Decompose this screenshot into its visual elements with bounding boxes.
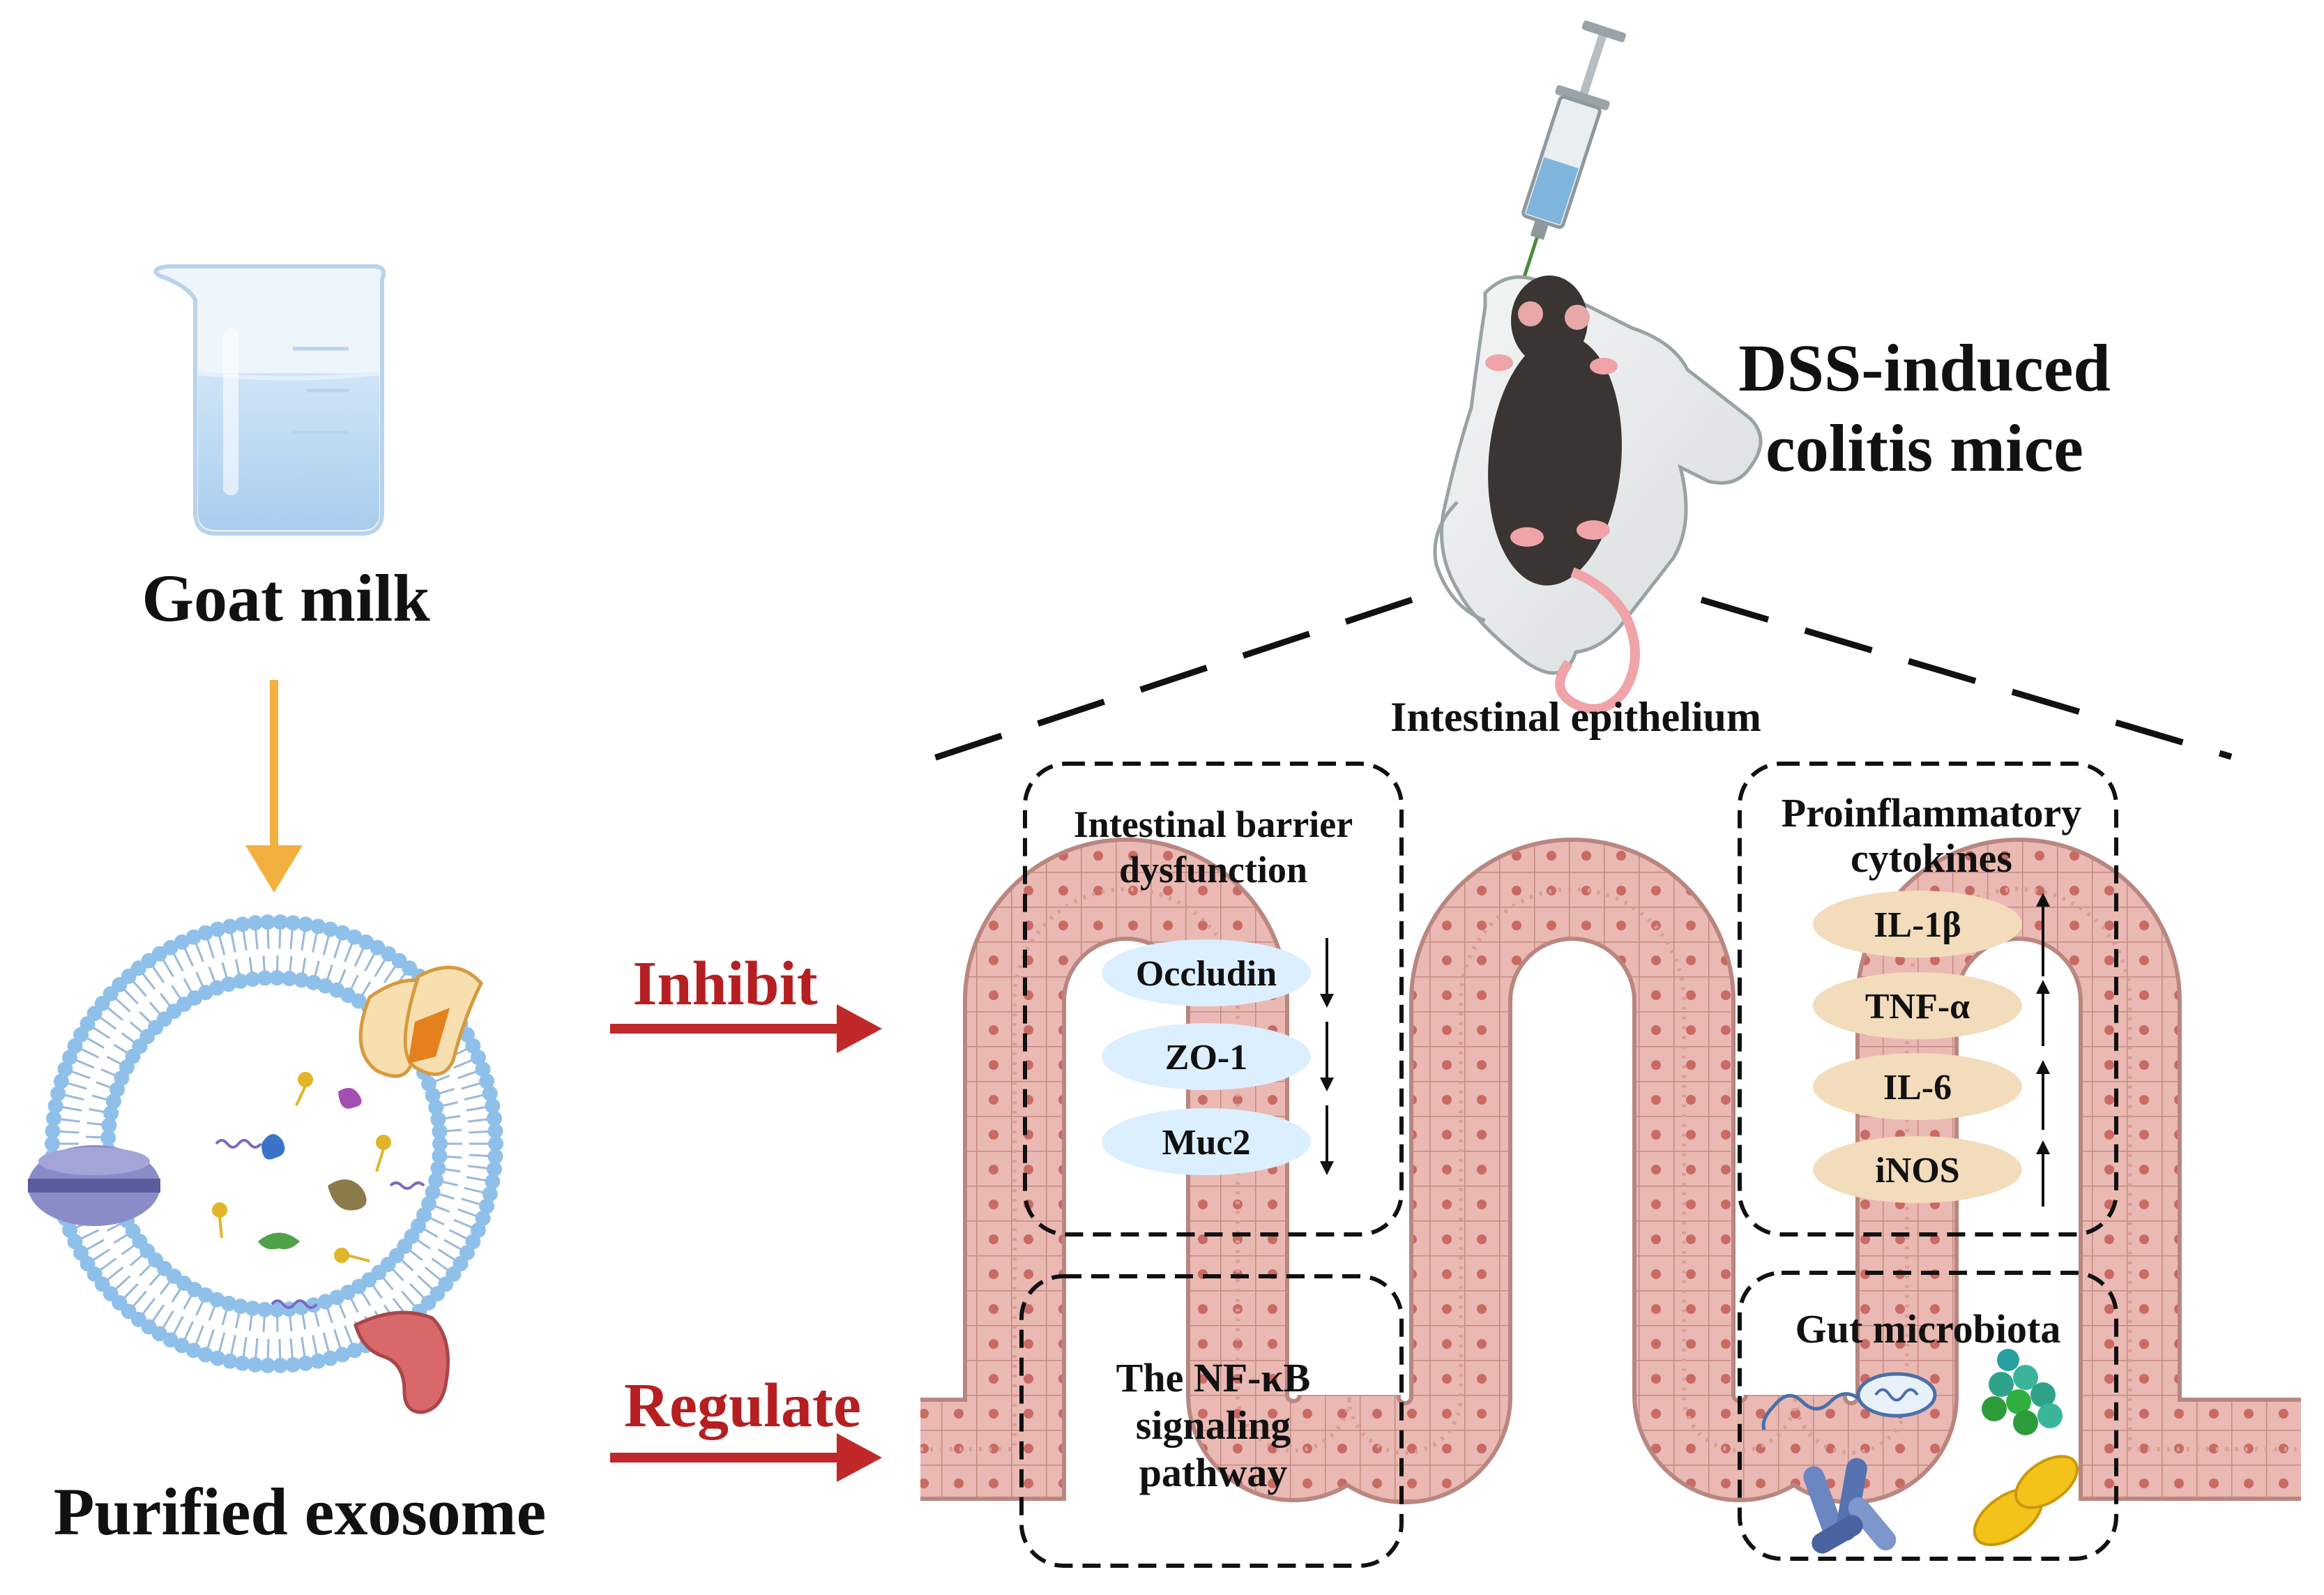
cytokine-marker: iNOS bbox=[1813, 1136, 2050, 1207]
barrier-marker: Occludin bbox=[1102, 938, 1334, 1008]
down-arrow-icon bbox=[1320, 1022, 1334, 1091]
inhibit-label: Inhibit bbox=[632, 949, 817, 1018]
up-arrow-icon bbox=[2036, 980, 2050, 1046]
barrier-marker: ZO-1 bbox=[1102, 1022, 1334, 1091]
barrier-marker-label: Muc2 bbox=[1162, 1123, 1250, 1163]
down-arrow-icon bbox=[1320, 1105, 1334, 1175]
membrane-protein-icon bbox=[354, 1310, 450, 1414]
membrane-receptor-icon bbox=[28, 1145, 160, 1226]
up-arrow-icon bbox=[2036, 1140, 2050, 1207]
cytokine-marker-list: IL-1β TNF-α IL-6 iNOS bbox=[1813, 891, 2050, 1207]
up-arrow-icon bbox=[2036, 893, 2050, 976]
cytokine-marker-label: IL-1β bbox=[1874, 905, 1961, 945]
cocci-cluster-icon bbox=[1982, 1349, 2063, 1435]
nfkb-line2: signaling bbox=[1136, 1403, 1291, 1448]
proinflammatory-cytokines-box: Proinflammatory cytokines IL-1β TNF-α IL… bbox=[1738, 762, 2118, 1237]
transmembrane-channel-icon bbox=[358, 965, 483, 1078]
nfkb-pathway-box: The NF-κB signaling pathway bbox=[1019, 1274, 1404, 1568]
cytokine-marker-label: IL-6 bbox=[1883, 1068, 1952, 1108]
cytokine-marker: IL-6 bbox=[1813, 1053, 2050, 1130]
nfkb-line3: pathway bbox=[1139, 1450, 1288, 1495]
beaker-icon bbox=[153, 264, 386, 536]
model-title-line2: colitis mice bbox=[1765, 411, 2083, 485]
down-arrow-icon bbox=[1320, 938, 1334, 1008]
goat-milk-label: Goat milk bbox=[142, 561, 430, 635]
cytokine-marker: IL-1β bbox=[1813, 891, 2050, 976]
regulate-label: Regulate bbox=[624, 1371, 861, 1440]
barrier-marker-list: Occludin ZO-1 Muc2 bbox=[1102, 938, 1334, 1175]
zoom-lines bbox=[905, 596, 2233, 771]
barrier-title-line2: dysfunction bbox=[1119, 849, 1307, 891]
up-arrow-icon bbox=[2036, 1060, 2050, 1130]
model-title-line1: DSS-induced bbox=[1738, 331, 2111, 405]
microbiota-title: Gut microbiota bbox=[1795, 1306, 2061, 1352]
cytokine-marker-label: TNF-α bbox=[1865, 987, 1970, 1027]
barrier-marker-label: ZO-1 bbox=[1165, 1038, 1247, 1078]
cytokine-title-line2: cytokines bbox=[1851, 836, 2012, 881]
nfkb-line1: The NF-κB bbox=[1116, 1355, 1311, 1400]
flagellated-bacterium-icon bbox=[1761, 1372, 1937, 1430]
inhibit-arrow-icon bbox=[610, 1004, 882, 1053]
rod-bacteria-icon bbox=[1803, 1458, 1897, 1554]
gut-microbiota-box: Gut microbiota bbox=[1738, 1271, 2118, 1561]
cytokine-marker: TNF-α bbox=[1813, 972, 2050, 1046]
barrier-dysfunction-box: Intestinal barrier dysfunction Occludin … bbox=[1023, 762, 1404, 1237]
purified-exosome-label: Purified exosome bbox=[54, 1474, 547, 1549]
barrier-title-line1: Intestinal barrier bbox=[1074, 803, 1353, 845]
syringe-icon bbox=[1517, 20, 1626, 293]
epithelium-title: Intestinal epithelium bbox=[1390, 694, 1761, 740]
barrier-marker-label: Occludin bbox=[1136, 954, 1277, 994]
cytokine-marker-label: iNOS bbox=[1875, 1151, 1959, 1190]
dividing-bacterium-icon bbox=[1973, 1455, 2079, 1546]
cargo-molecules bbox=[212, 1072, 425, 1309]
flow-arrow-icon bbox=[245, 680, 303, 893]
regulate-arrow-icon bbox=[610, 1433, 882, 1482]
mouse-icon bbox=[1485, 275, 1640, 714]
cytokine-title-line1: Proinflammatory bbox=[1782, 790, 2082, 836]
exosome-icon bbox=[28, 914, 504, 1414]
barrier-marker: Muc2 bbox=[1102, 1105, 1334, 1175]
